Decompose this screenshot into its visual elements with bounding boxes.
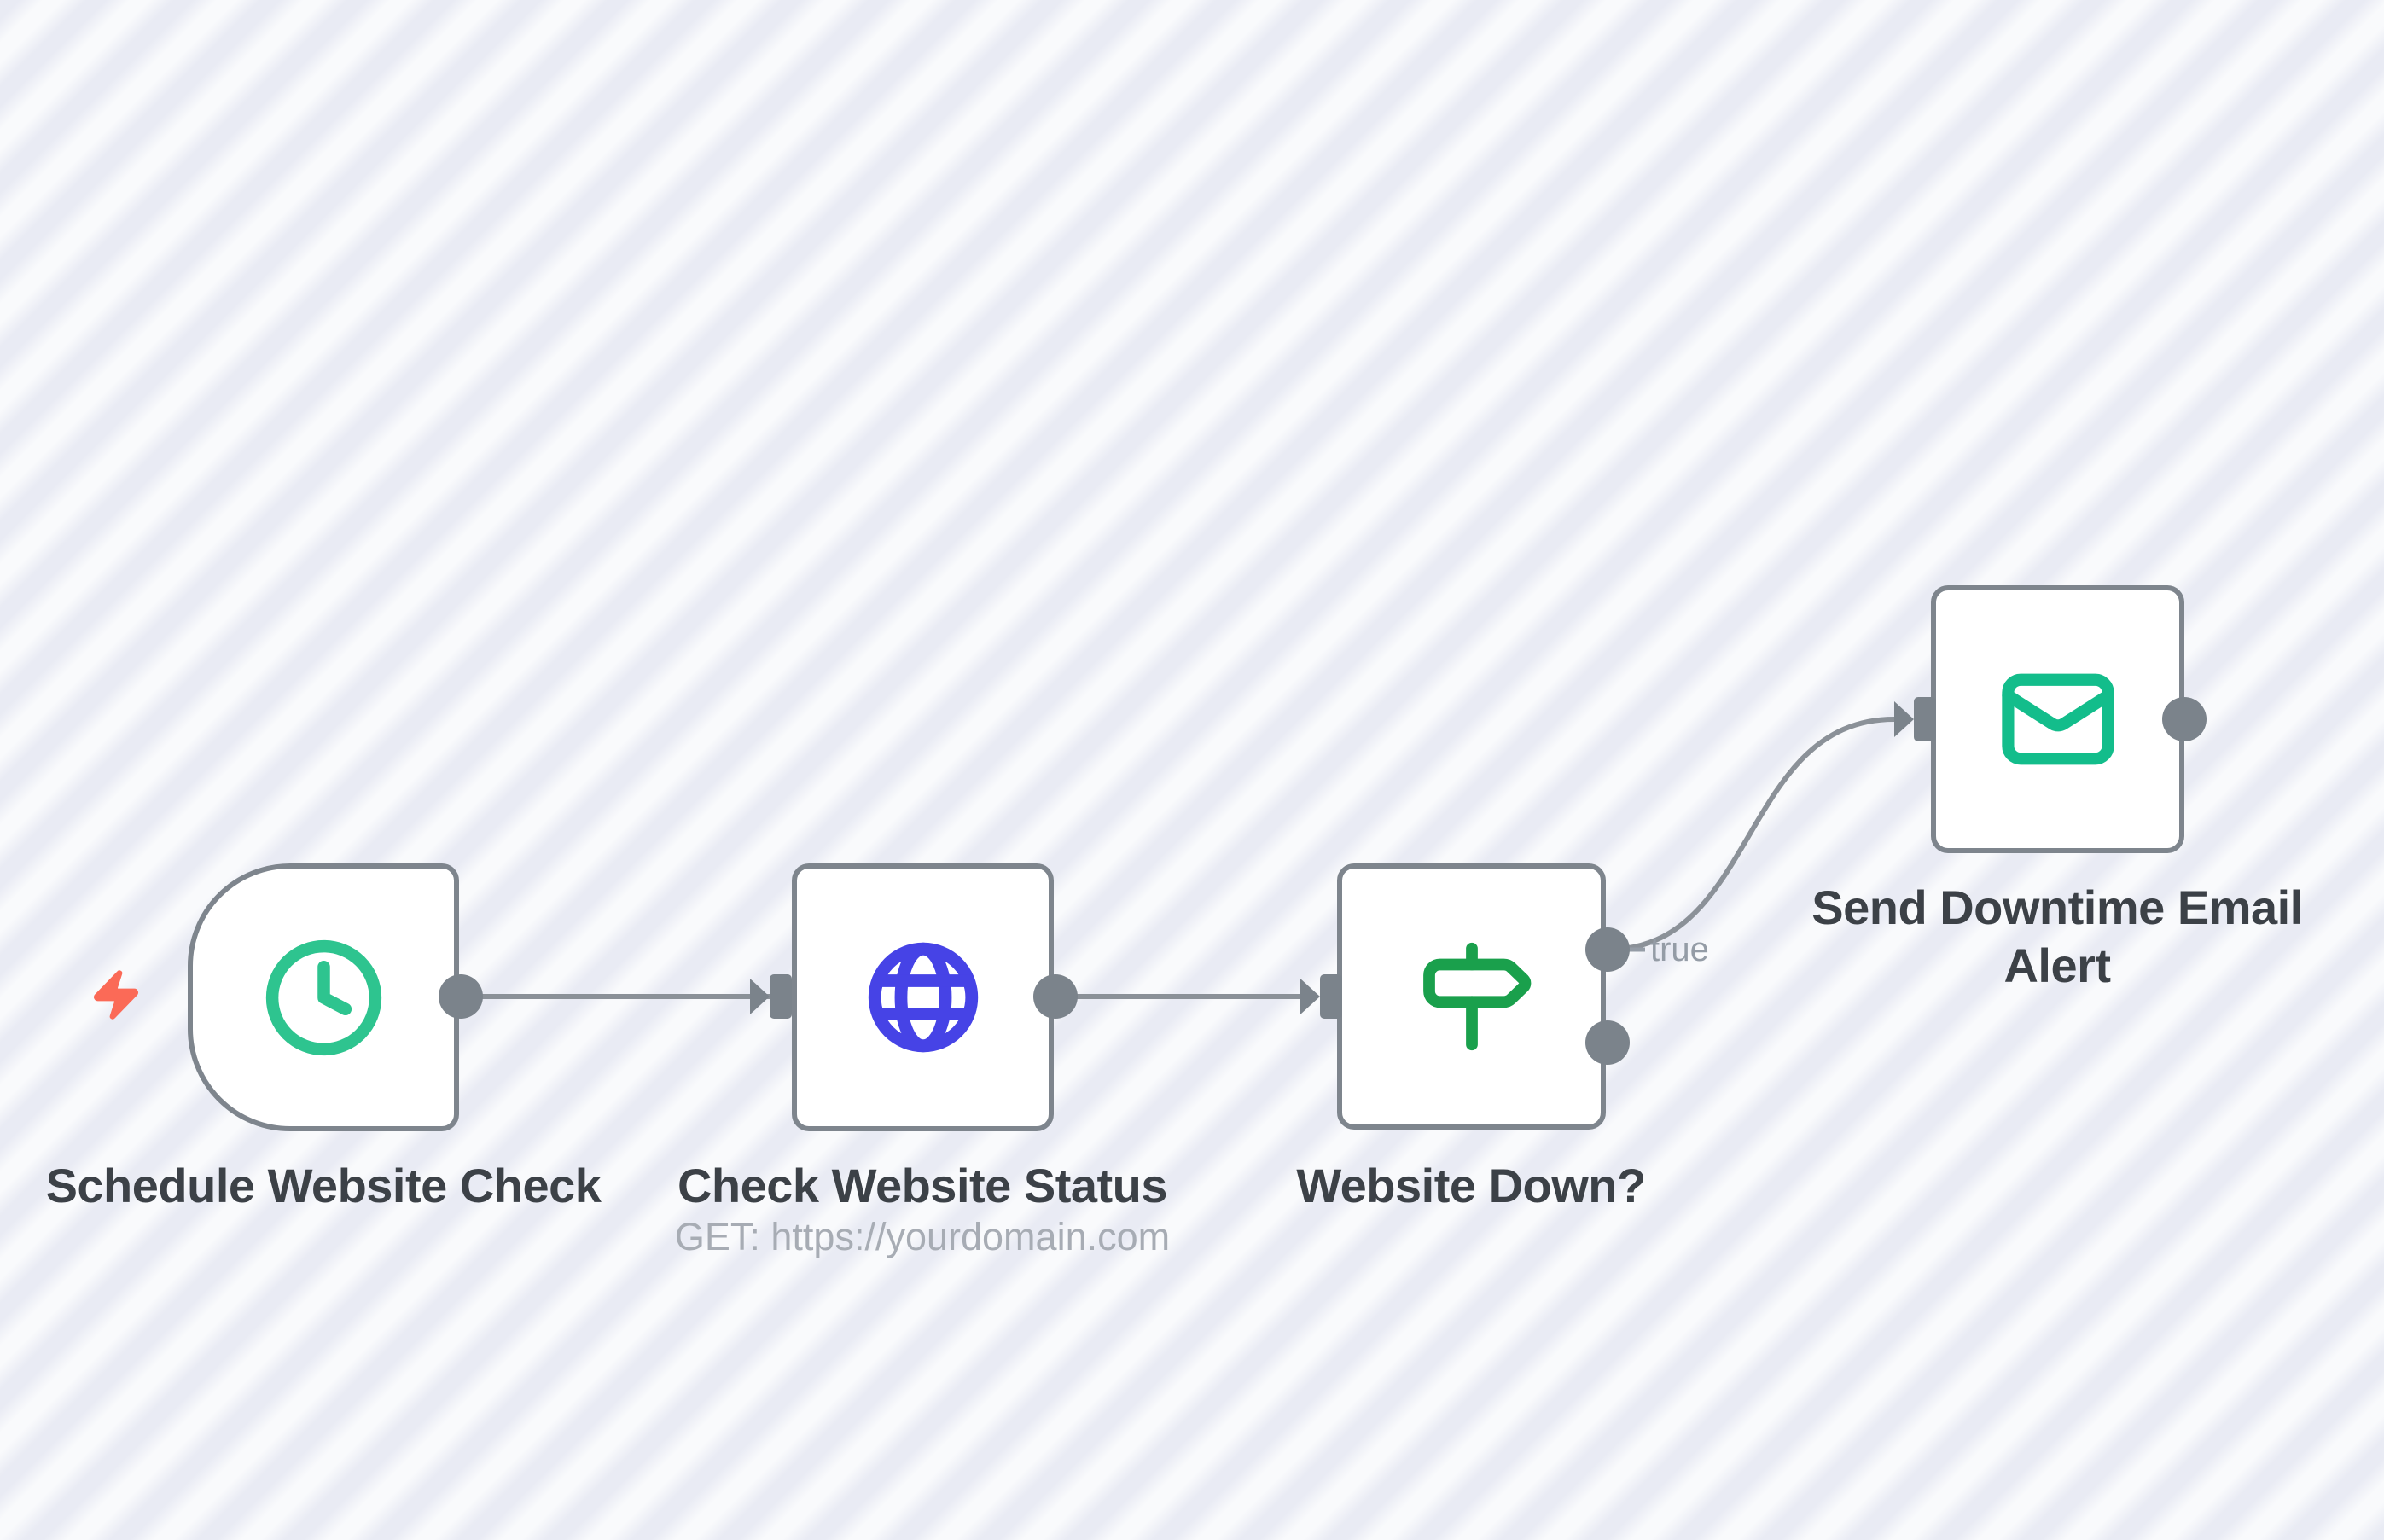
output-port-http[interactable] xyxy=(1033,974,1078,1019)
output-port-if-true[interactable] xyxy=(1585,927,1630,972)
node-title: Website Down? xyxy=(1296,1159,1646,1212)
input-port-email[interactable] xyxy=(1914,697,1936,741)
output-port-email[interactable] xyxy=(2162,697,2207,741)
signpost-icon xyxy=(1422,942,1531,1051)
globe-icon xyxy=(868,942,978,1053)
wire-if-true-to-email[interactable] xyxy=(1607,717,1895,952)
node-send-downtime-email[interactable] xyxy=(1931,585,2184,853)
node-schedule-website-check[interactable] xyxy=(188,863,459,1131)
output-port-schedule[interactable] xyxy=(439,974,483,1019)
node-title: Send Downtime Email Alert xyxy=(1811,880,2303,992)
node-subtitle: GET: https://yourdomain.com xyxy=(674,1215,1171,1258)
mail-icon xyxy=(2001,673,2114,765)
input-port-arrow-if[interactable] xyxy=(1300,979,1320,1014)
node-title: Check Website Status xyxy=(677,1159,1168,1212)
input-port-http[interactable] xyxy=(770,974,792,1019)
true-branch-label: true xyxy=(1650,931,1709,968)
input-port-if[interactable] xyxy=(1320,974,1342,1019)
node-check-website-status[interactable] xyxy=(792,863,1054,1131)
input-port-arrow-http[interactable] xyxy=(750,979,770,1014)
node-website-down-if[interactable] xyxy=(1337,863,1606,1130)
trigger-bolt-icon xyxy=(94,970,138,1020)
clock-icon xyxy=(265,939,381,1055)
input-port-arrow-email[interactable] xyxy=(1894,701,1914,737)
node-title: Schedule Website Check xyxy=(45,1159,602,1212)
output-port-if-false[interactable] xyxy=(1585,1020,1630,1065)
